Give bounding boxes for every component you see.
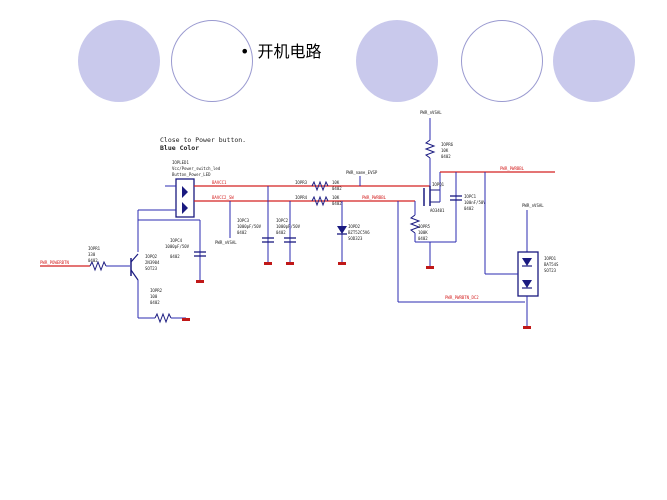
r1-pkg: 0402 bbox=[88, 258, 98, 263]
c4-ref: IOPC4 bbox=[170, 238, 183, 243]
led-desc-1: Vcc/Power_switch_led bbox=[172, 166, 221, 171]
d1-part: BAT54S bbox=[544, 262, 559, 267]
d2-triangle bbox=[337, 226, 347, 234]
c2-val: 1000pF/50V bbox=[276, 224, 301, 229]
d2-part: BZT52C5V6 bbox=[348, 230, 370, 235]
c3-ref: IOPC3 bbox=[237, 218, 250, 223]
deco-circle-2 bbox=[171, 20, 253, 102]
led-arrow-top bbox=[182, 186, 188, 198]
c1-val: 100nF/50V bbox=[464, 200, 486, 205]
led-body bbox=[175, 178, 195, 218]
d1-diode-1 bbox=[522, 258, 532, 266]
c3-pkg: 0402 bbox=[237, 230, 247, 235]
right-ground bbox=[426, 266, 434, 269]
r4-val: 10K bbox=[332, 195, 340, 200]
q2-collector bbox=[130, 253, 139, 263]
resistor-r5 bbox=[409, 214, 421, 234]
title-bullet: • bbox=[240, 42, 250, 61]
r1-val: 330 bbox=[88, 252, 96, 257]
note-line-2: Blue Color bbox=[160, 144, 199, 152]
d2-pkg: SOD323 bbox=[348, 236, 363, 241]
led-desc-2: Button_Power_LED bbox=[172, 172, 211, 177]
r5-ref: IOPR5 bbox=[418, 224, 431, 229]
pwr-pwren-mid: PWR_PWRBBL bbox=[362, 195, 387, 200]
q1-part: AO3401 bbox=[430, 208, 445, 213]
pwr-nvsal-top: PWR_nVSAL bbox=[420, 110, 442, 115]
c4-pkg: 0402 bbox=[170, 254, 180, 259]
led-ref: IOPLED1 bbox=[172, 160, 189, 165]
net-bavcc1-label: BAVCC1 bbox=[212, 180, 227, 185]
resistor-r6 bbox=[424, 139, 436, 159]
r4-pkg: 0402 bbox=[332, 201, 342, 206]
r3-val: 10K bbox=[332, 180, 340, 185]
d1-diode-2 bbox=[522, 280, 532, 288]
r2-ground bbox=[182, 318, 190, 321]
r6-pkg: 0402 bbox=[441, 154, 451, 159]
r1-ref: IOPR1 bbox=[88, 246, 101, 251]
resistor-r2 bbox=[154, 312, 172, 324]
d2-ground bbox=[338, 262, 346, 265]
led-arrow-bottom bbox=[182, 202, 188, 214]
net-bavcc2-label: BAVCC2_SW bbox=[212, 195, 234, 200]
deco-circle-3 bbox=[356, 20, 438, 102]
r2-ref: IOPR2 bbox=[150, 288, 163, 293]
c4-val: 1000pF/50V bbox=[165, 244, 190, 249]
resistor-r4 bbox=[311, 195, 329, 207]
resistor-r1 bbox=[89, 260, 107, 272]
pwr-name-evsp: PWR_name_EVSP bbox=[346, 170, 378, 175]
c4-ground bbox=[196, 280, 204, 283]
note-line-1: Close to Power button. bbox=[160, 136, 246, 144]
deco-circle-5 bbox=[553, 20, 635, 102]
title-text: 开机电路 bbox=[257, 42, 322, 61]
d2-ref: IOPD2 bbox=[348, 224, 361, 229]
r2-pkg: 0402 bbox=[150, 300, 160, 305]
q2-pkg: SOT23 bbox=[145, 266, 158, 271]
c1-ref: IOPC1 bbox=[464, 194, 477, 199]
c1-pkg: 0402 bbox=[464, 206, 474, 211]
r2-val: 100 bbox=[150, 294, 158, 299]
r6-val: 10K bbox=[441, 148, 449, 153]
slide-title: • 开机电路 bbox=[240, 38, 321, 62]
r3-ref: IOPR3 bbox=[295, 180, 308, 185]
r3-pkg: 0402 bbox=[332, 186, 342, 191]
d1-ground bbox=[523, 326, 531, 329]
r6-ref: IOPR6 bbox=[441, 142, 454, 147]
pwr-nvsal-mid: PWR_nVSAL bbox=[215, 240, 237, 245]
r4-ref: IOPR4 bbox=[295, 195, 308, 200]
pwr-powerbtn-label: PWR_POWERBTN bbox=[40, 260, 69, 265]
d1-ref: IOPD1 bbox=[544, 256, 557, 261]
deco-circle-4 bbox=[461, 20, 543, 102]
r5-pkg: 0402 bbox=[418, 236, 428, 241]
deco-circle-1 bbox=[78, 20, 160, 102]
q2-emitter bbox=[130, 269, 139, 281]
d1-pkg: SOT23 bbox=[544, 268, 557, 273]
resistor-r3 bbox=[311, 180, 329, 192]
pwr-bottom-label: PWR_PWRBTN_DC2 bbox=[445, 295, 479, 300]
c3-ground bbox=[264, 262, 272, 265]
q2-part: 2N3904 bbox=[145, 260, 160, 265]
pwr-nvsal-right: PWR_nVSAL bbox=[522, 203, 544, 208]
q1-ref: IOPQ1 bbox=[432, 182, 445, 187]
pwr-pwren-right: PWR_PWRBBL bbox=[500, 166, 525, 171]
r5-val: 100K bbox=[418, 230, 428, 235]
c2-ref: IOPC2 bbox=[276, 218, 289, 223]
c3-val: 1000pF/50V bbox=[237, 224, 262, 229]
c2-pkg: 0402 bbox=[276, 230, 286, 235]
q2-ref: IOPQ2 bbox=[145, 254, 158, 259]
c2-ground bbox=[286, 262, 294, 265]
